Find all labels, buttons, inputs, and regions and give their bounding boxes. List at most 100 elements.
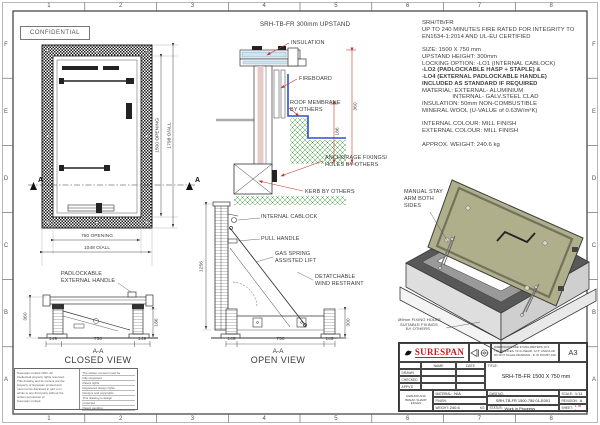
weight-value: 240.6 [449,405,460,410]
checked-name-cell [421,376,456,383]
manual-stay-label-3: SIDES [404,203,422,209]
repeated-text-line: SIZE: 1500 X 750 mm [422,47,481,53]
section-marker-a-right: A [195,177,201,184]
repeated-text-line: UP TO 240 MINUTES FIRE RATED FOR INTEGRI… [422,26,575,33]
manual-stay-label-2: ARM BOTH [404,196,434,202]
closed-dim-149-right: 149 [137,337,147,342]
repeated-text-line: EXTERNAL COLOUR: MILL FINISH [422,128,519,134]
material-value: N/A [454,391,461,396]
repeated-text-line: F [4,41,8,48]
finish-cell: FINISH: [433,397,487,404]
fixing-holes-label-2: SUITABLE FIXINGS [400,321,438,327]
repeated-text-line: A [3,377,8,384]
weight-label: WEIGHT: [435,406,449,410]
repeated-text-line: Patent rights [82,381,135,386]
repeated-text-line: A [591,377,596,384]
wind-restraint-label-2: WIND RESTRAINT [315,280,364,287]
manual-stay-label: MANUAL STAY [404,189,443,195]
drawn-name-cell [421,369,456,376]
closed-view-drawing [26,282,158,347]
repeated-text-line [422,40,592,47]
repeated-text-line: D [591,175,597,182]
repeated-text-line [422,135,592,142]
open-view-section-title: A-A [272,348,284,355]
repeated-text-line: 3 [190,415,195,422]
repeated-text-line: -LO4 (EXTERNAL PADLOCKABLE HANDLE) [422,74,547,80]
scale-label: SCALE: [561,391,573,396]
open-dim-300: 300 [346,317,352,327]
open-dim-750: 750 [276,337,285,342]
repeated-text-line: 1 [47,2,51,9]
repeated-text-line: LOCKING OPTION: -LO1 (INTERNAL CABLOCK) [422,60,556,67]
drawing-title: SRH-TB-FR 1500 X 750 mm [501,374,571,380]
repeated-text-line: The written consent must be [82,371,135,376]
repeated-text-line: MATERIAL: EXTERNAL- ALUMINIUM [422,87,524,94]
upstand-dim-186: 186 [335,126,341,136]
plan-dim-opening-v: 1500 OPENING [155,117,161,153]
checked-row-label: CHECKED [399,376,421,383]
repeated-text-line: EN1634-1:2014 AND UL-EU CERTIFIED [422,33,531,40]
status-label: STATUS: [489,406,503,410]
insulation-label: INSULATION [291,40,325,46]
repeated-text-line: C [3,243,9,250]
repeated-text-line: written permission of [17,395,45,400]
fixing-holes-label-3: BY OTHERS [406,326,430,332]
internal-cablock-label: INTERNAL CABLOCK [261,214,318,220]
repeated-text-line: Registered design rights [82,386,135,391]
closed-dim-750: 750 [93,337,103,342]
status-value: Work in Progress [504,405,536,411]
repeated-text-line: INCLUDED AS STANDARD IF REQUIRED [422,80,538,87]
scale-cell: SCALE: 1:11 [559,390,587,397]
revision-label: REVISION: [561,398,578,403]
roof-membrane-label-2: BY OTHERS [290,106,323,113]
open-dim-149-left: 149 [227,337,236,342]
upstand-detail-drawing [216,42,356,205]
sheet-label: SHEET: [561,405,573,410]
plan-view-drawing [28,43,196,266]
weight-cell: WEIGHT: 240.6 KG [433,404,487,411]
plan-dim-overall-h: 1048 O/ALL [83,246,111,251]
closed-view-section-title: A-A [92,348,104,355]
surespan-logo-text: SURESPAN [414,347,465,358]
repeated-text-line: SRH/TB/FR [422,20,454,26]
anchorage-label-2: HOLES BY OTHERS [325,161,379,168]
plan-dim-opening-h: 750 OPENING [80,234,114,239]
repeated-text-line: 8 [549,415,553,422]
closed-dim-186: 186 [154,317,160,327]
repeated-text-line: UPSTAND HEIGHT: 300mm [422,53,497,60]
repeated-text-line: protected [82,401,135,407]
repeated-text-line: MINERAL WOOL (U-VALUE of 0.63W/m²K) [422,107,538,114]
approved-name-cell [421,383,456,390]
closed-dim-149-left: 149 [48,337,58,342]
repeated-text-line: whole to any third party without the [17,390,64,395]
repeated-text-line: 3 [190,2,195,9]
repeated-text-line: 6 [405,2,410,9]
repeated-text-line: 2 [118,2,123,9]
repeated-text-line: E [3,108,8,115]
open-dim-1256: 1256 [199,260,205,272]
material-label: MATERIAL: [435,391,453,396]
repeated-text-line: This drawing is design [82,396,135,402]
upstand-dim-360: 360 [353,101,359,111]
repeated-text-line: fully respected [82,376,135,381]
tb-cell-blank [399,362,421,369]
repeated-text-line: 6 [405,415,410,422]
sheet-value: 1 of 1 [574,404,582,411]
drawn-date-cell [456,369,485,376]
closed-dim-360: 360 [23,311,29,321]
title-cell: TITLE: SRH-TB-FR 1500 X 750 mm [485,362,587,390]
dwg-no-value: SRH-TB-FR 1500-750 01-E001 [487,396,559,405]
repeated-text-line: Surespan Limited. [17,399,42,404]
gas-spring-label: GAS SPRING [275,251,311,257]
repeated-text-line: 4 [262,2,266,9]
repeated-text-line [422,115,592,122]
title-label: TITLE: [487,364,498,368]
repeated-text-line: INSULATION: 50mm NON-COMBUSTIBLE [422,101,538,107]
fireboard-label: FIREBOARD [299,76,332,82]
